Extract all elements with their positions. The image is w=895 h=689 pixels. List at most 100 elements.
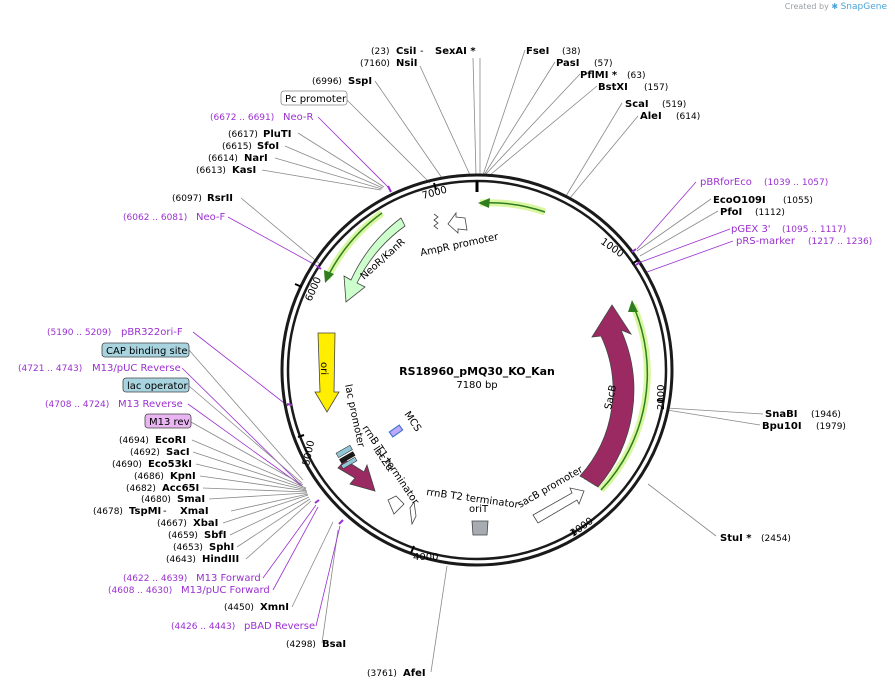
sphi-pos: (4653)	[173, 543, 203, 553]
afei-name: AfeI	[403, 668, 426, 679]
sspi-name: SspI	[348, 76, 372, 87]
nari-name: NarI	[244, 153, 268, 164]
m13-reverse-name: M13 Reverse	[118, 399, 183, 410]
fsei-pos: (38)	[562, 47, 580, 57]
saci-name: SacI	[166, 447, 190, 458]
pc-promoter-label: Pc promoter	[285, 94, 347, 105]
rsrii-name: RsrII	[207, 193, 233, 204]
xmai-name: XmaI	[180, 506, 209, 517]
csii-sep: -	[420, 46, 424, 57]
pflmi-pos: (63)	[627, 71, 645, 81]
pfoi-name: PfoI	[720, 207, 742, 218]
smai-name: SmaI	[177, 494, 205, 505]
tick-2000: 2000	[656, 385, 667, 410]
bsai-pos: (4298)	[286, 640, 316, 650]
mcs-label: MCS	[402, 410, 423, 434]
ori-label: ori	[318, 362, 329, 375]
stui-pos: (2454)	[761, 534, 791, 544]
tspmi-sep: -	[163, 506, 167, 517]
stui-name: StuI *	[720, 533, 752, 544]
xbai-name: XbaI	[193, 518, 218, 529]
rrnb-t2-marker	[409, 500, 417, 526]
pflmi-name: PflMI *	[580, 70, 618, 81]
pc-promoter-box: Pc promoter	[280, 90, 348, 106]
ampr-promoter-label: AmpR promoter	[419, 231, 500, 258]
tick-4000: 4000	[413, 552, 438, 563]
afei-pos: (3761)	[367, 669, 397, 679]
plasmid-name: RS18960_pMQ30_KO_Kan	[399, 365, 555, 378]
m13-puc-reverse-pos: (4721 .. 4743)	[18, 364, 82, 374]
m13-reverse-pos: (4708 .. 4724)	[45, 400, 109, 410]
neo-r-pos: (6672 .. 6691)	[210, 113, 274, 123]
pgex3-pos: (1095 .. 1117)	[782, 225, 846, 235]
bpu10i-name: Bpu10I	[762, 421, 802, 432]
lac-promoter-label: lac promoter	[342, 383, 366, 449]
scai-pos: (519)	[662, 100, 686, 110]
sfoi-pos: (6615)	[222, 142, 252, 152]
sspi-pos: (6996)	[312, 77, 342, 87]
csii-pos: (23)	[371, 47, 389, 57]
tick-5000: 5000	[301, 439, 317, 466]
prs-marker-name: pRS-marker	[736, 236, 796, 247]
fsei-name: FseI	[526, 46, 549, 57]
pbforeco-name: pBRforEco	[700, 177, 752, 188]
m13-forward-name: M13 Forward	[196, 573, 261, 584]
snabi-pos: (1946)	[811, 410, 841, 420]
tspmi-name: TspMI	[129, 506, 161, 517]
pbr322ori-f-name: pBR322ori-F	[121, 327, 183, 338]
csii-name: CsiI	[396, 46, 416, 57]
primer-marks	[286, 185, 641, 525]
kasi-pos: (6613)	[196, 166, 226, 176]
snapgene-name: SnapGene	[840, 2, 887, 12]
kpni-name: KpnI	[170, 471, 196, 482]
hindiii-name: HindIII	[202, 554, 239, 565]
lac-operator-label: lac operator	[127, 381, 188, 392]
bsai-name: BsaI	[322, 639, 346, 650]
nsii-pos: (7160)	[360, 59, 390, 69]
pasi-pos: (57)	[594, 59, 612, 69]
cap-binding-site-label: CAP binding site	[106, 346, 188, 357]
pluti-pos: (6617)	[228, 130, 258, 140]
neo-f-pos: (6062 .. 6081)	[123, 213, 187, 223]
m13-puc-forward-pos: (4608 .. 4630)	[108, 586, 172, 596]
rsrii-pos: (6097)	[172, 194, 202, 204]
tick-marks	[294, 182, 665, 554]
xbai-pos: (4667)	[157, 519, 187, 529]
scai-name: ScaI	[625, 99, 649, 110]
eco53ki-pos: (4690)	[112, 460, 142, 470]
snabi-name: SnaBI	[765, 409, 797, 420]
sacb-promoter-label: sacB promoter	[516, 464, 586, 511]
alei-pos: (614)	[676, 112, 700, 122]
ecori-pos: (4694)	[119, 436, 149, 446]
mcs-feature	[388, 424, 404, 438]
hindiii-pos: (4643)	[166, 555, 196, 565]
orit-label: oriT	[469, 504, 489, 515]
kpni-pos: (4686)	[134, 472, 164, 482]
pbr322ori-f-pos: (5190 .. 5209)	[47, 328, 111, 338]
eco53ki-name: Eco53kI	[148, 459, 192, 470]
neo-r-name: Neo-R	[283, 112, 314, 123]
neor-kanr-feature	[343, 217, 406, 303]
ampr-promoter-wavy	[433, 213, 439, 230]
neo-f-name: Neo-F	[196, 212, 226, 223]
pasi-name: PasI	[556, 58, 579, 69]
backbone-outer-circle	[280, 173, 674, 567]
ecoo109i-pos: (1055)	[783, 196, 813, 206]
lac-operator-box: lac operator	[122, 377, 190, 393]
saci-pos: (4692)	[130, 448, 160, 458]
sacb-label: SacB	[603, 384, 619, 411]
sphi-name: SphI	[209, 542, 234, 553]
ori-feature	[314, 332, 340, 413]
bstxi-pos: (157)	[644, 83, 668, 93]
rrnb-t1-marker	[387, 495, 405, 515]
leader-lines	[191, 49, 764, 673]
created-by-text: Created by	[784, 2, 829, 11]
green-arcs	[323, 198, 651, 493]
pbad-reverse-pos: (4426 .. 4443)	[171, 622, 235, 632]
alei-name: AleI	[640, 111, 662, 122]
ecori-name: EcoRI	[155, 435, 186, 446]
sacb-feature	[579, 304, 635, 488]
pfoi-pos: (1112)	[755, 208, 785, 218]
ampr-promoter-arrow	[447, 211, 468, 234]
